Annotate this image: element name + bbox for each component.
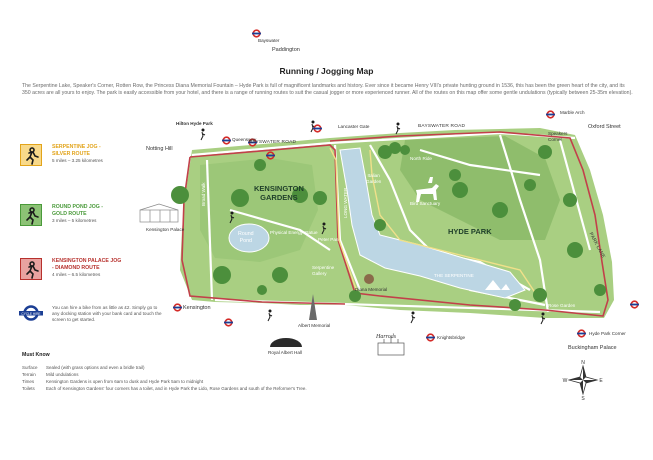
horse-rider-icon: [416, 177, 439, 202]
tube-icon-marble-arch: [546, 110, 555, 119]
label-hyde-park-corner: Hyde Park Corner: [589, 331, 626, 336]
diana-memorial-icon: [364, 274, 374, 284]
cycle-hire-badge: CYCLE HIRE: [21, 312, 40, 316]
lido-icon: [485, 280, 510, 290]
tube-icon-lancaster-gate: [313, 124, 322, 133]
royal-albert-hall-icon: [270, 338, 302, 347]
tube-icon-bayswater: [248, 138, 257, 147]
label-peter-pan: Peter Pan: [318, 237, 339, 242]
trees: [171, 142, 606, 311]
gold-route-line: [369, 149, 541, 301]
label-bird-sanctuary: Bird Sanctuary: [410, 201, 441, 206]
tube-icon-kensington: [173, 303, 182, 312]
serpentine-lake: [339, 147, 526, 299]
label-hyde-park: HYDE PARK: [448, 227, 492, 236]
must-know-title: Must Know: [22, 352, 50, 358]
label-bayswater: Bayswater: [258, 38, 280, 43]
compass-w: W: [563, 378, 568, 384]
label-physical-energy: Physical Energy Statue: [270, 230, 318, 235]
label-lancaster-gate: Lancaster Gate: [338, 124, 370, 129]
route-title-diamond: KENSINGTON PALACE JOG- DIAMOND ROUTE: [52, 258, 122, 271]
label-royal-albert-hall: Royal Albert Hall: [268, 350, 302, 355]
label-harrods: Harrods: [376, 334, 397, 340]
route-icon-diamond: [20, 258, 42, 280]
tube-icon-queensway: [266, 151, 275, 160]
intro-paragraph: The Serpentine Lake, Speaker's Corner, R…: [22, 83, 633, 96]
label-long-water: LONG WATER: [343, 187, 348, 218]
route-title-silver: SERPENTINE JOG -SILVER ROUTE: [52, 144, 101, 157]
label-the-serpentine: THE SERPENTINE: [434, 273, 474, 278]
route-title-gold: ROUND POND JOG -GOLD ROUTE: [52, 204, 104, 217]
label-queensway: Queensway: [232, 137, 257, 142]
compass-icon: [567, 364, 599, 396]
page-title: Running / Jogging Map: [279, 66, 374, 76]
label-broad-walk: Broad Walk: [201, 182, 206, 206]
label-notting-hill: Notting Hill: [146, 146, 173, 152]
route-distance-silver: 5 miles – 3.25 kilometres: [52, 158, 103, 163]
compass-n: N: [581, 360, 585, 366]
label-kensington: Kensington: [183, 305, 211, 311]
tube-icon-south-kensington: [224, 318, 233, 327]
label-kensington-palace: Kensington Palace: [146, 227, 185, 232]
tube-icon-hilton: [222, 136, 231, 145]
compass-s: S: [581, 396, 585, 402]
tube-icon-hyde-park-corner: [577, 329, 586, 338]
label-north-ride: North Ride: [410, 156, 432, 161]
label-albert-memorial: Albert Memorial: [298, 323, 331, 328]
tube-icon-east: [630, 300, 639, 309]
kensington-palace-icon: [139, 203, 179, 223]
harrods-icon: [377, 337, 405, 356]
route-distance-diamond: 4 miles – 6.5 kilometres: [52, 272, 101, 277]
label-diana-memorial: Diana Memorial: [355, 287, 388, 292]
gold-route-line: [329, 147, 358, 293]
label-paddington: Paddington: [272, 47, 300, 53]
round-pond: [228, 223, 270, 253]
tube-icon-knightsbridge: [426, 333, 435, 342]
diamond-route-line: [189, 131, 609, 317]
tube-icon-paddington: [252, 29, 261, 38]
cycle-hire-icon: CYCLE HIRE: [18, 305, 44, 321]
route-distance-gold: 3 miles – 5 kilometres: [52, 218, 97, 223]
cycle-hire-text: You can hire a bike from as little as £2…: [52, 305, 162, 322]
albert-memorial-icon: [309, 294, 317, 320]
compass-e: E: [599, 378, 603, 384]
label-knightsbridge: Knightsbridge: [437, 335, 466, 340]
route-icon-silver: [20, 144, 42, 166]
label-buckingham-palace: Buckingham Palace: [568, 345, 617, 351]
label-marble-arch: Marble Arch: [560, 110, 585, 115]
route-icon-gold: [20, 204, 42, 226]
label-bayswater-road-west: BAYSWATER ROAD: [249, 140, 297, 145]
label-hilton: Hilton Hyde Park: [176, 121, 213, 126]
park-patch: [400, 136, 560, 240]
label-bayswater-road-east: BAYSWATER ROAD: [418, 124, 466, 129]
label-oxford-street: Oxford Street: [588, 124, 621, 130]
label-rose-garden: Rose Garden: [548, 303, 576, 308]
